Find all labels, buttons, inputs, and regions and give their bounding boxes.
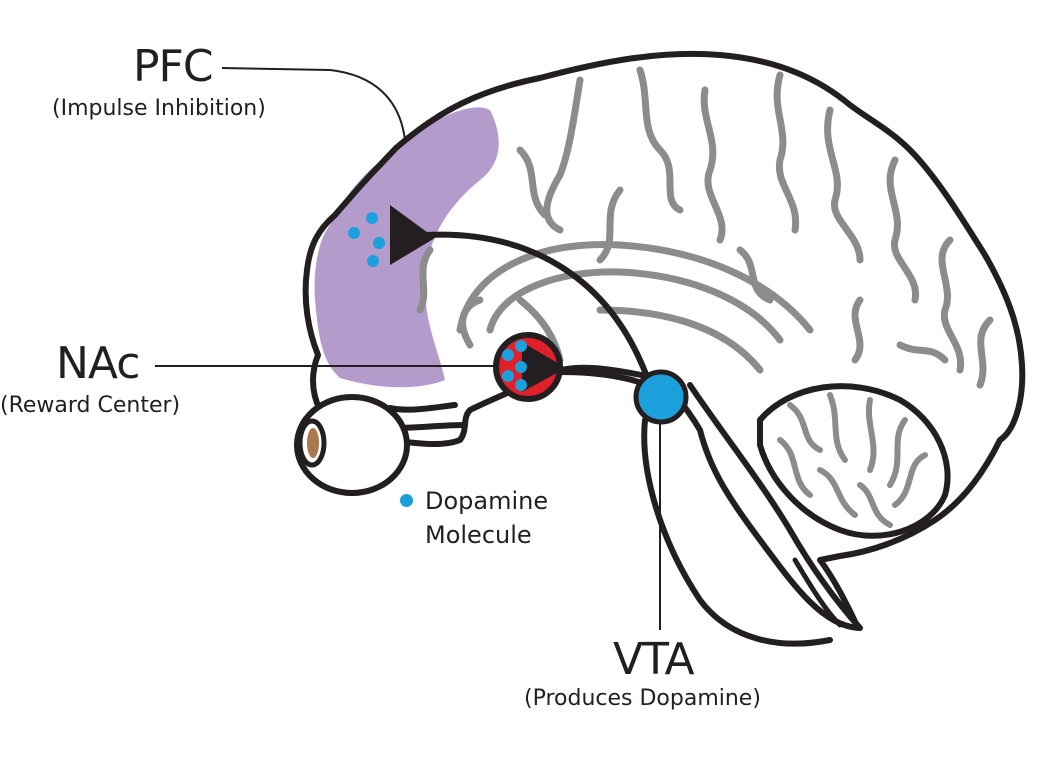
dopamine-molecule: [366, 212, 378, 224]
dopamine-molecule: [502, 349, 514, 361]
dopamine-molecule: [348, 227, 360, 239]
spinal-bend: [792, 557, 843, 628]
nac-role-label: (Reward Center): [0, 393, 181, 418]
vta-label: VTA: [613, 634, 695, 685]
dopamine-molecule: [373, 237, 385, 249]
brainstem: [687, 382, 863, 631]
cortex-folds: [416, 66, 994, 389]
eye-iris: [307, 428, 319, 458]
pfc-neuron-terminal: [390, 205, 435, 265]
nac-dopamine-molecules: [502, 340, 527, 391]
cerebellum-outline: [757, 383, 951, 539]
brainstem-inner: [641, 417, 833, 647]
pfc-dopamine-molecules: [348, 212, 385, 267]
pfc-pointer-line: [221, 67, 406, 141]
nac-label: NAc: [56, 338, 140, 389]
dopamine-molecule: [515, 379, 527, 391]
legend-line-1: Dopamine: [425, 487, 549, 515]
dopamine-molecule: [502, 370, 514, 382]
legend-dopamine-dot: [400, 494, 413, 507]
mesocortical-pathway: [422, 231, 653, 388]
nac-neuron-terminal: [522, 342, 566, 392]
pfc-role-label: (Impulse Inhibition): [52, 96, 266, 121]
pfc-label: PFC: [133, 41, 214, 92]
vta-circle: [633, 369, 689, 425]
eye-pupil-outline: [297, 418, 327, 468]
dopamine-molecule: [515, 340, 527, 352]
eye: [294, 394, 468, 496]
cerebellum-folds: [777, 392, 928, 528]
eyeball: [294, 394, 410, 496]
vta-role-label: (Produces Dopamine): [524, 686, 761, 711]
inner-structures: [456, 240, 814, 374]
dopamine-molecule: [367, 255, 379, 267]
legend-line-2: Molecule: [425, 521, 532, 549]
dopamine-molecule: [515, 361, 527, 373]
